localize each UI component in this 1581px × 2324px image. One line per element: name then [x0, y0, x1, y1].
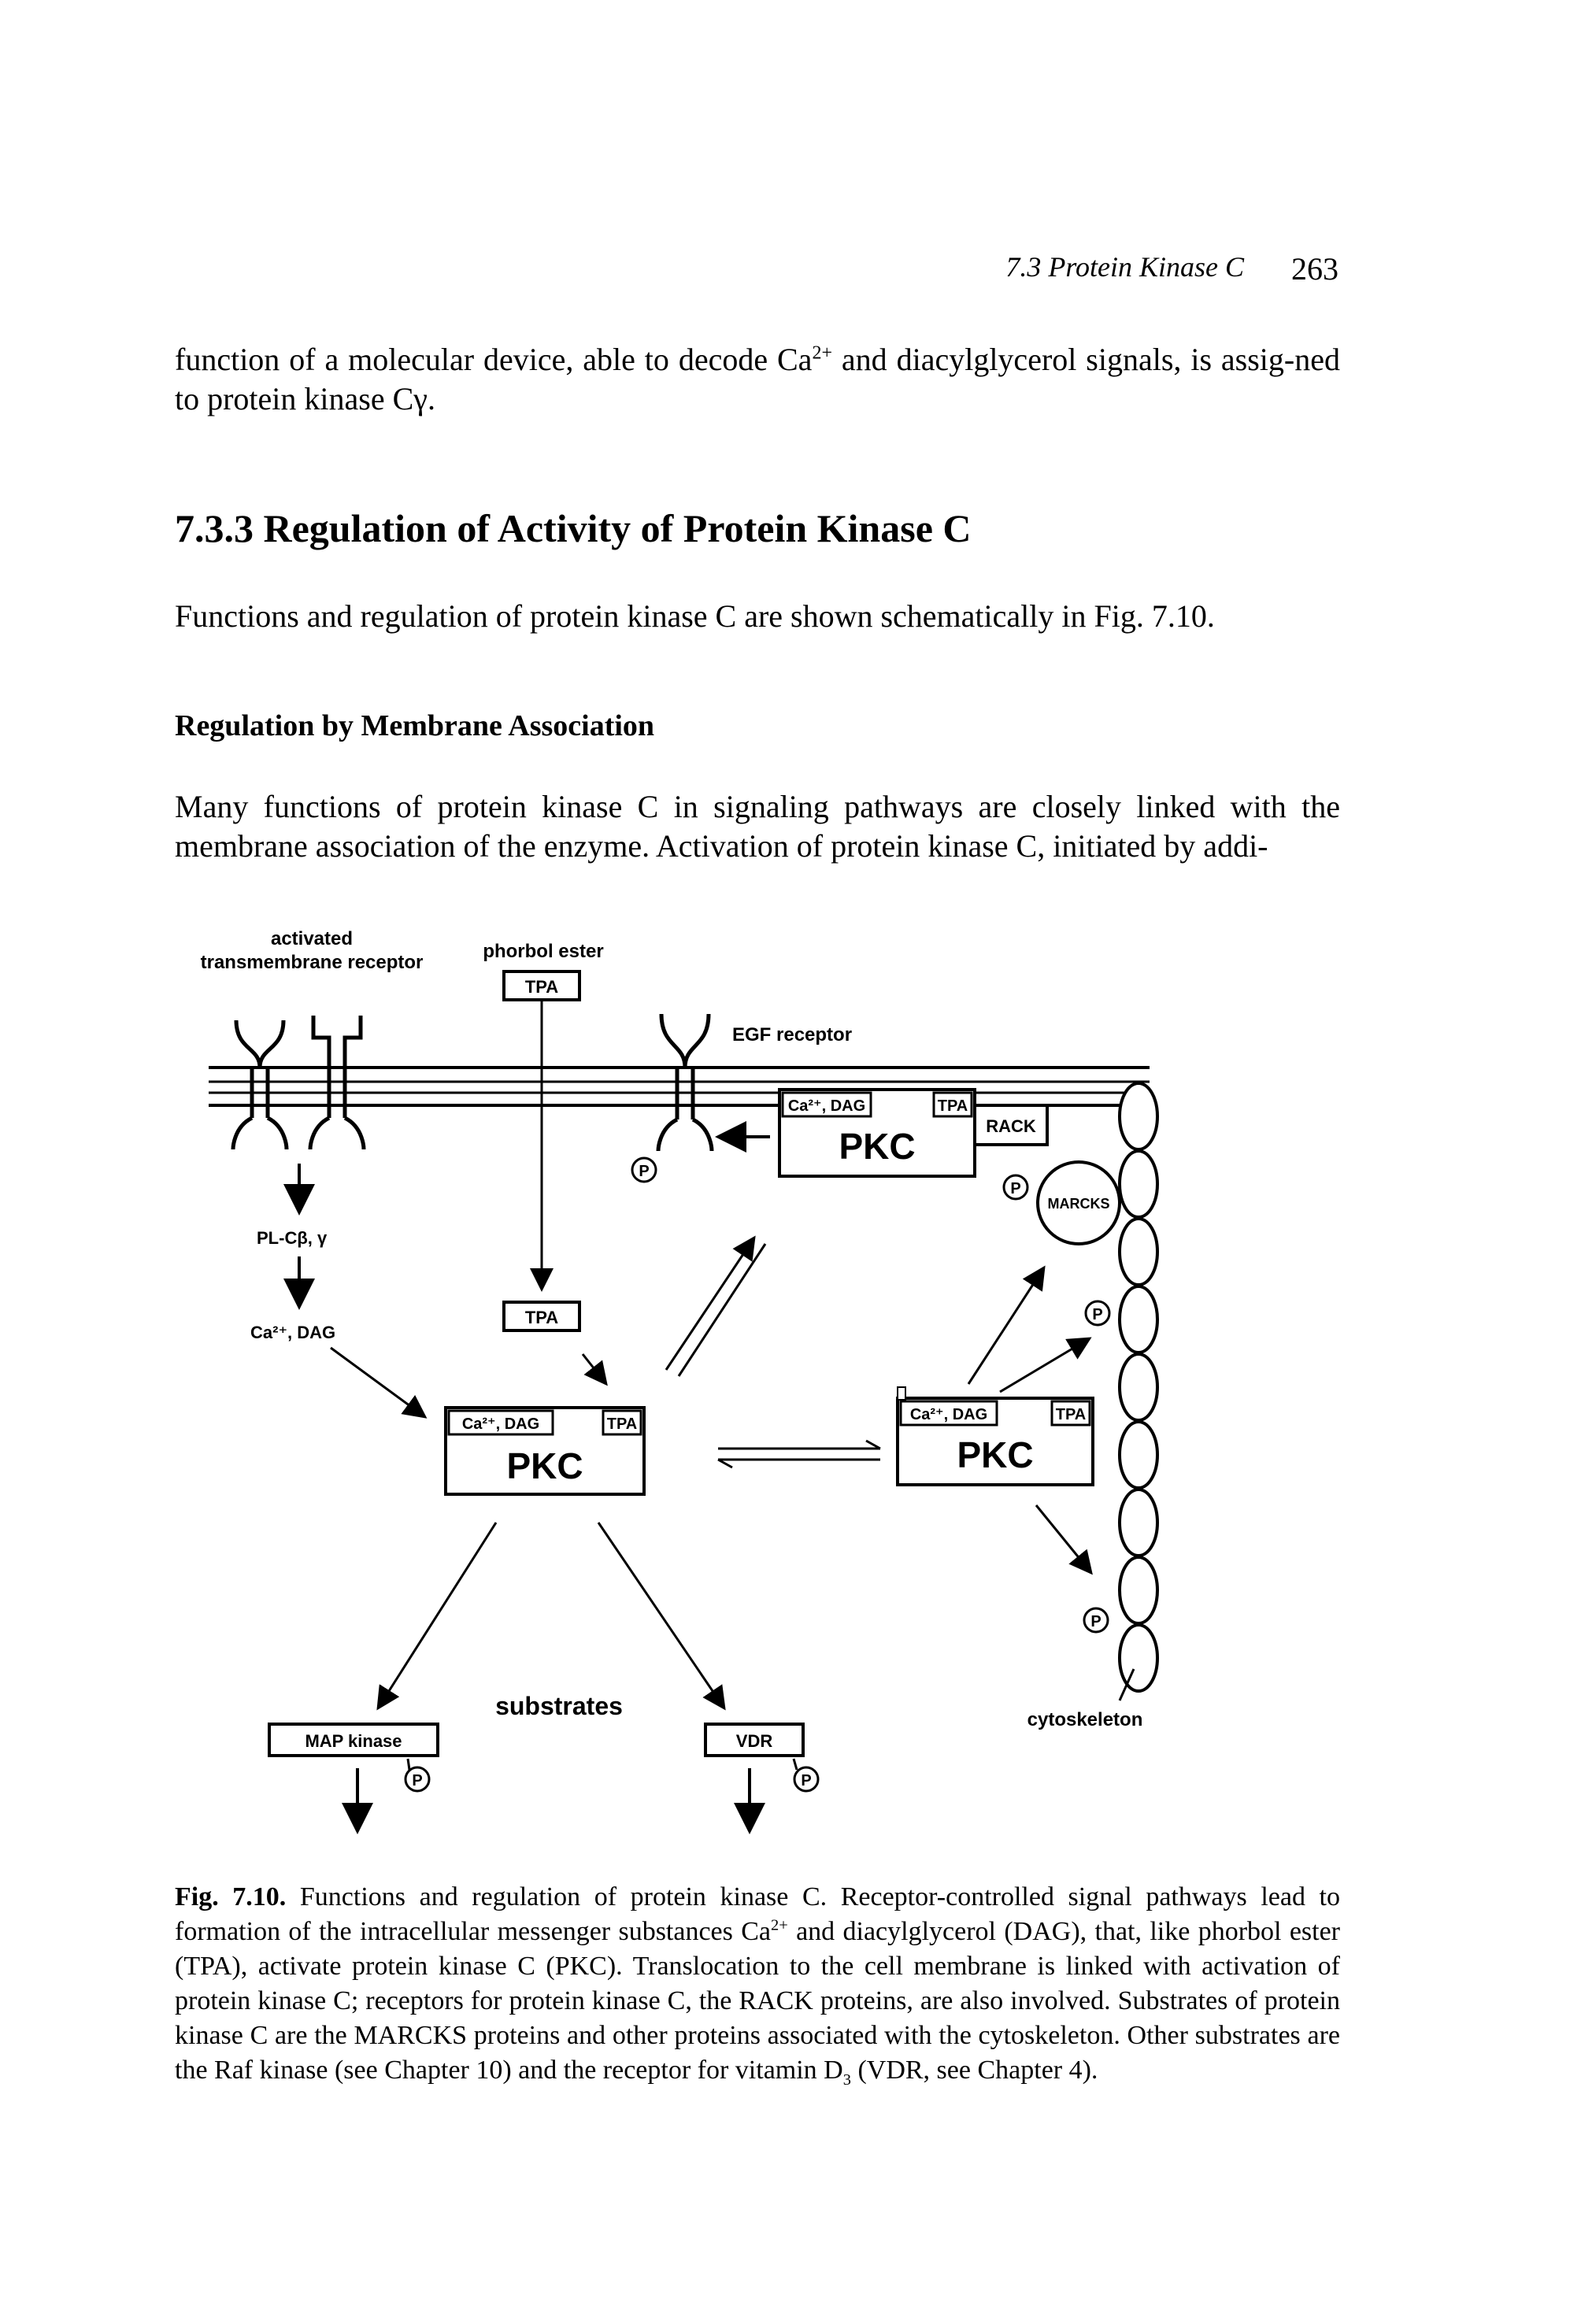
svg-text:TPA: TPA — [607, 1415, 638, 1433]
phosphate-egf: P — [631, 1156, 657, 1183]
svg-text:P: P — [639, 1163, 649, 1180]
map-kinase-box: MAP kinase — [268, 1723, 439, 1757]
svg-text:TPA: TPA — [525, 1308, 558, 1327]
section-title: 7.3 Protein Kinase C — [1005, 251, 1244, 283]
arrow-messengers-to-pkc — [330, 1346, 428, 1419]
cytoskeleton-label: cytoskeleton — [1027, 1709, 1143, 1730]
pkc-cytosol-box: Ca²⁺, DAG TPA PKC — [444, 1406, 646, 1496]
svg-text:P: P — [412, 1772, 422, 1789]
vdr-box: VDR — [704, 1723, 805, 1757]
svg-text:Ca²⁺, DAG: Ca²⁺, DAG — [788, 1097, 865, 1115]
arrow-tpa-to-pkc — [581, 1353, 608, 1386]
paragraph-2: Many functions of protein kinase C in si… — [175, 789, 1340, 864]
rack-box: RACK — [973, 1104, 1049, 1146]
activated-label: activated — [271, 928, 353, 949]
svg-text:RACK: RACK — [986, 1116, 1036, 1136]
phosphate-marcks: P — [1002, 1174, 1029, 1201]
subsection-heading: Regulation by Membrane Association — [175, 709, 655, 742]
phosphate-mapk: P — [404, 1766, 431, 1793]
messengers-label: Ca²⁺, DAG — [250, 1323, 335, 1342]
svg-text:P: P — [1092, 1306, 1102, 1323]
cytoskeleton-chain — [1118, 1082, 1159, 1693]
pkc-membrane-box: Ca²⁺, DAG TPA PKC — [778, 1088, 976, 1178]
svg-text:P: P — [801, 1772, 811, 1789]
svg-text:PKC: PKC — [957, 1434, 1033, 1475]
svg-text:P: P — [1090, 1613, 1101, 1630]
figure-caption: Fig. 7.10. Functions and regulation of p… — [175, 1882, 1341, 2089]
arrow-pkc-to-vdr — [597, 1522, 726, 1711]
svg-text:Ca²⁺, DAG: Ca²⁺, DAG — [462, 1415, 539, 1433]
svg-text:PKC: PKC — [839, 1126, 915, 1167]
svg-text:TPA: TPA — [938, 1097, 968, 1115]
svg-text:MAP kinase: MAP kinase — [305, 1731, 402, 1751]
translocation-arrow — [665, 1235, 767, 1377]
arrow-pkc-to-cyto-upper — [999, 1337, 1092, 1393]
tpa-box-top: TPA — [502, 970, 581, 1001]
egf-receptor-shape — [656, 1013, 714, 1152]
cytoskeleton-pointer — [1118, 1668, 1135, 1701]
svg-text:PKC: PKC — [506, 1445, 583, 1486]
arrow-pkc-to-mapk — [376, 1522, 498, 1711]
equilibrium-arrows — [717, 1439, 881, 1469]
svg-text:VDR: VDR — [736, 1731, 773, 1751]
svg-text:Ca²⁺, DAG: Ca²⁺, DAG — [910, 1406, 987, 1423]
running-header: 7.3 Protein Kinase C 263 — [961, 250, 1338, 290]
pkc-cytoskeleton-box: Ca²⁺, DAG TPA PKC — [896, 1386, 1094, 1486]
phosphate-cyto-lower: P — [1083, 1607, 1109, 1634]
egf-receptor-label: EGF receptor — [732, 1024, 852, 1045]
tpa-box-mid: TPA — [502, 1301, 581, 1332]
mapk-phosphate-link — [406, 1758, 411, 1771]
intro-paragraph: function of a molecular device, able to … — [175, 342, 1340, 416]
svg-text:TPA: TPA — [1056, 1406, 1087, 1423]
phosphate-vdr: P — [793, 1766, 820, 1793]
page-number: 263 — [1291, 251, 1338, 287]
svg-text:TPA: TPA — [525, 977, 558, 997]
phorbol-ester-label: phorbol ester — [483, 941, 603, 962]
transmembrane-receptor-shape — [231, 1016, 366, 1150]
paragraph-1: Functions and regulation of protein kina… — [175, 598, 1215, 634]
vdr-phosphate-link — [792, 1758, 798, 1771]
pkc-regulation-diagram: activated transmembrane receptor phorbol… — [201, 928, 1159, 1834]
caption-label: Fig. 7.10. — [175, 1882, 287, 1911]
svg-text:MARCKS: MARCKS — [1048, 1196, 1110, 1212]
section-heading: 7.3.3 Regulation of Activity of Protein … — [175, 506, 972, 550]
svg-text:P: P — [1010, 1180, 1020, 1197]
arrow-pkc-to-marcks — [967, 1265, 1046, 1385]
plc-label: PL-Cβ, γ — [257, 1228, 328, 1248]
substrates-label: substrates — [495, 1692, 623, 1720]
arrow-pkc-to-cyto-lower — [1035, 1504, 1093, 1575]
transmembrane-receptor-label: transmembrane receptor — [201, 952, 424, 973]
phosphate-cyto-upper: P — [1084, 1300, 1111, 1327]
marcks-circle: MARCKS — [1036, 1160, 1121, 1245]
